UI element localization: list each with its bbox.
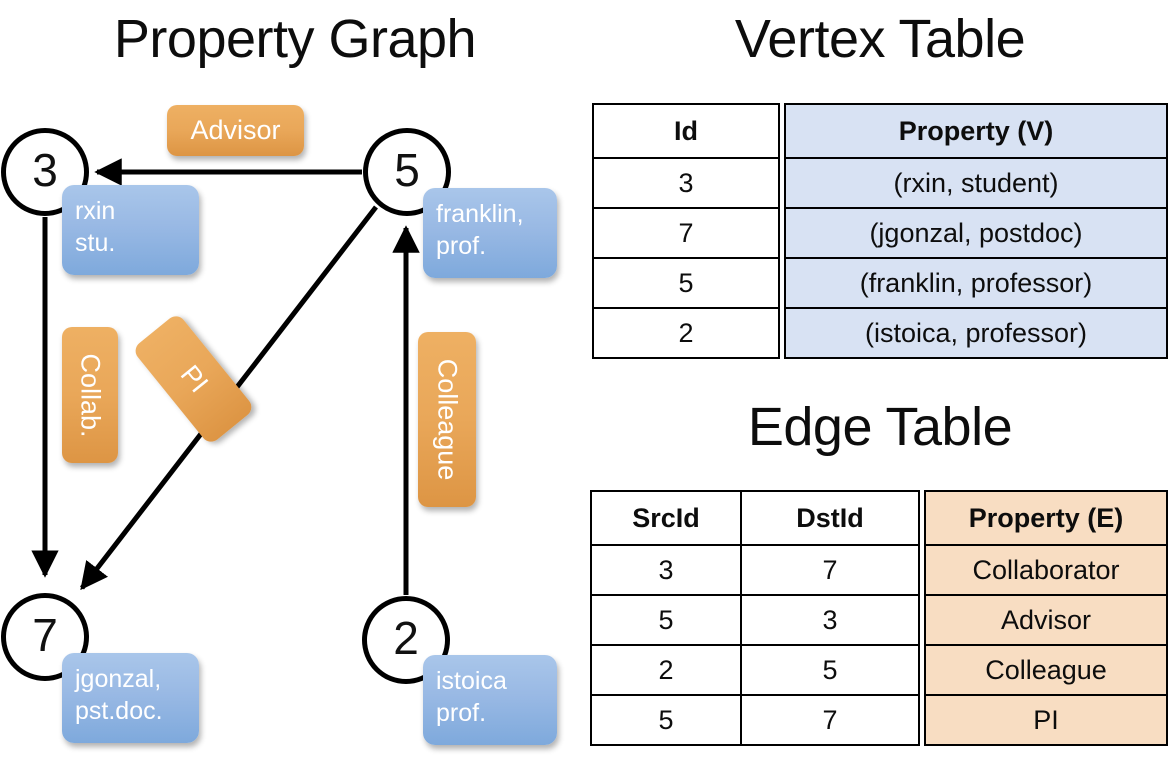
- graph-node-3-label: 3: [32, 144, 58, 196]
- edge-cell-property: PI: [924, 694, 1168, 746]
- vertex-cell-property: (jgonzal, postdoc): [784, 207, 1168, 259]
- table-row: 2 (istoica, professor): [592, 307, 1168, 359]
- table-row: 5 7 PI: [590, 694, 1168, 746]
- vertex-cell-id: 5: [592, 257, 780, 309]
- edge-table: SrcId DstId Property (E) 3 7 Collaborato…: [590, 490, 1168, 746]
- table-row: 3 (rxin, student): [592, 157, 1168, 209]
- vertex-col-header-property: Property (V): [784, 103, 1168, 159]
- edge-table-header-row: SrcId DstId Property (E): [590, 490, 1168, 546]
- node-7-property-line1: jgonzal,: [75, 665, 162, 693]
- page-title-property-graph: Property Graph: [113, 9, 477, 69]
- graph-node-7-label: 7: [32, 609, 58, 661]
- page-title-edge-table: Edge Table: [747, 397, 1013, 457]
- column-gap: [779, 208, 785, 258]
- edge-cell-property: Colleague: [924, 644, 1168, 696]
- vertex-table-header-row: Id Property (V): [592, 103, 1168, 159]
- column-gap: [779, 158, 785, 208]
- edge-cell-src: 5: [590, 694, 742, 746]
- edge-label-collab: Collab.: [62, 327, 118, 463]
- edge-cell-property: Advisor: [924, 594, 1168, 646]
- table-row: 7 (jgonzal, postdoc): [592, 207, 1168, 259]
- edge-label-collab-text: Collab.: [75, 352, 106, 438]
- edge-cell-src: 2: [590, 644, 742, 696]
- graph-node-2[interactable]: 2: [362, 596, 450, 684]
- vertex-col-header-id: Id: [592, 103, 780, 159]
- vertex-cell-id: 3: [592, 157, 780, 209]
- column-gap: [779, 308, 785, 358]
- vertex-table: Id Property (V) 3 (rxin, student) 7 (jgo…: [592, 103, 1168, 359]
- edge-cell-dst: 3: [740, 594, 920, 646]
- edge-cell-property: Collaborator: [924, 544, 1168, 596]
- table-row: 2 5 Colleague: [590, 644, 1168, 696]
- vertex-cell-id: 2: [592, 307, 780, 359]
- vertex-cell-property: (istoica, professor): [784, 307, 1168, 359]
- node-3-property-line2: stu.: [75, 229, 116, 257]
- page-title-vertex-table: Vertex Table: [734, 9, 1026, 69]
- node-property-box-3: rxin stu.: [62, 185, 199, 275]
- node-7-property-line2: pst.doc.: [75, 697, 163, 725]
- edge-label-colleague: Colleague: [418, 332, 476, 507]
- node-2-property-line2: prof.: [436, 699, 487, 727]
- edge-cell-dst: 7: [740, 544, 920, 596]
- graph-node-2-label: 2: [393, 612, 419, 664]
- table-row: 5 (franklin, professor): [592, 257, 1168, 309]
- edge-cell-dst: 5: [740, 644, 920, 696]
- node-3-property-line1: rxin: [75, 197, 116, 225]
- edge-col-header-srcid: SrcId: [590, 490, 742, 546]
- node-2-property-line1: istoica: [436, 667, 507, 695]
- column-gap: [919, 595, 925, 645]
- column-gap: [779, 104, 785, 158]
- column-gap: [919, 491, 925, 545]
- edge-cell-src: 5: [590, 594, 742, 646]
- column-gap: [919, 545, 925, 595]
- node-5-property-line1: franklin,: [436, 200, 524, 228]
- vertex-cell-property: (franklin, professor): [784, 257, 1168, 309]
- column-gap: [919, 645, 925, 695]
- edge-label-colleague-text: Colleague: [432, 358, 463, 481]
- graph-node-5[interactable]: 5: [363, 128, 451, 216]
- edge-col-header-dstid: DstId: [740, 490, 920, 546]
- edge-label-advisor-text: Advisor: [190, 115, 281, 145]
- edge-label-pi-text: PI: [174, 359, 214, 399]
- edge-label-advisor: Advisor: [167, 105, 304, 156]
- node-property-box-2: istoica prof.: [423, 655, 557, 745]
- table-row: 3 7 Collaborator: [590, 544, 1168, 596]
- table-row: 5 3 Advisor: [590, 594, 1168, 646]
- column-gap: [919, 695, 925, 745]
- edge-cell-src: 3: [590, 544, 742, 596]
- edge-cell-dst: 7: [740, 694, 920, 746]
- node-property-box-7: jgonzal, pst.doc.: [62, 653, 199, 743]
- column-gap: [779, 258, 785, 308]
- edge-col-header-property: Property (E): [924, 490, 1168, 546]
- node-property-box-5: franklin, prof.: [423, 188, 557, 278]
- vertex-cell-id: 7: [592, 207, 780, 259]
- vertex-cell-property: (rxin, student): [784, 157, 1168, 209]
- graph-node-5-label: 5: [394, 144, 420, 196]
- node-5-property-line2: prof.: [436, 232, 487, 260]
